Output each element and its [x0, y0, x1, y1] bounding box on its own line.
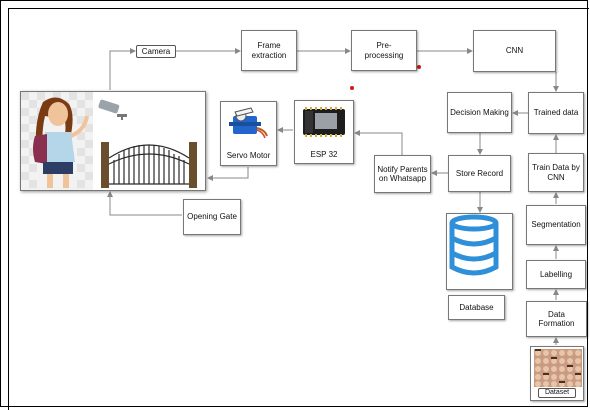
notify-parents-node: Notify Parents on Whatsapp — [374, 155, 431, 193]
notify-parents-label: Notify Parents on Whatsapp — [377, 164, 428, 183]
labelling-node: Labelling — [526, 260, 586, 289]
arrow-servo-scene — [207, 167, 249, 181]
decision-making-label: Decision Making — [450, 107, 509, 117]
servo-motor-label: Servo Motor — [226, 150, 271, 160]
pre-processing-label: Pre- processing — [364, 41, 404, 60]
arrow-notify-esp — [354, 130, 403, 155]
opening-gate-node: Opening Gate — [183, 199, 241, 235]
gate-icon — [101, 142, 197, 188]
pre-processing-node: Pre- processing — [351, 30, 417, 71]
arrow-scene-camera — [109, 48, 136, 90]
frame-extraction-label: Frame extraction — [251, 41, 287, 60]
servo-motor-icon — [229, 107, 268, 139]
store-record-node: Store Record — [448, 155, 511, 192]
data-formation-node: Data Formation — [526, 301, 587, 337]
dataset-node: Dataset — [530, 346, 584, 401]
database-label: Database — [459, 302, 494, 312]
store-record-label: Store Record — [455, 168, 504, 178]
camera-node: Camera — [136, 45, 176, 58]
opening-gate-label: Opening Gate — [187, 212, 237, 222]
camera-label: Camera — [141, 46, 171, 56]
frame-extraction-node: Frame extraction — [241, 30, 297, 71]
esp32-label: ESP 32 — [310, 149, 338, 159]
arrow-gate-scene — [107, 191, 182, 216]
face-grid-icon — [534, 349, 582, 387]
database-node: Database — [448, 295, 505, 320]
segmentation-node: Segmentation — [526, 205, 586, 245]
cnn-label: CNN — [505, 46, 524, 56]
labelling-label: Labelling — [539, 269, 573, 279]
decision-making-node: Decision Making — [447, 92, 512, 133]
segmentation-label: Segmentation — [531, 220, 581, 230]
cnn-node: CNN — [473, 30, 556, 72]
inner-frame — [8, 8, 589, 410]
train-data-by-cnn-node: Train Data by CNN — [528, 153, 584, 192]
dataset-label: Dataset — [537, 387, 577, 398]
red-dot-2 — [350, 86, 354, 90]
scene-illustration — [20, 91, 206, 191]
esp32-board-icon — [303, 107, 345, 137]
scene-svg — [21, 92, 197, 190]
database-icon-node — [446, 213, 513, 290]
data-formation-label: Data Formation — [538, 309, 575, 328]
trained-data-label: Trained data — [533, 108, 579, 118]
red-dot-1 — [417, 65, 421, 69]
servo-motor-node: Servo Motor — [220, 101, 277, 166]
train-data-by-cnn-label: Train Data by CNN — [532, 163, 580, 182]
cctv-camera-icon — [98, 99, 127, 120]
trained-data-node: Trained data — [528, 92, 584, 134]
database-icon — [449, 214, 499, 276]
student-icon — [33, 97, 89, 188]
esp32-node: ESP 32 — [294, 100, 354, 164]
